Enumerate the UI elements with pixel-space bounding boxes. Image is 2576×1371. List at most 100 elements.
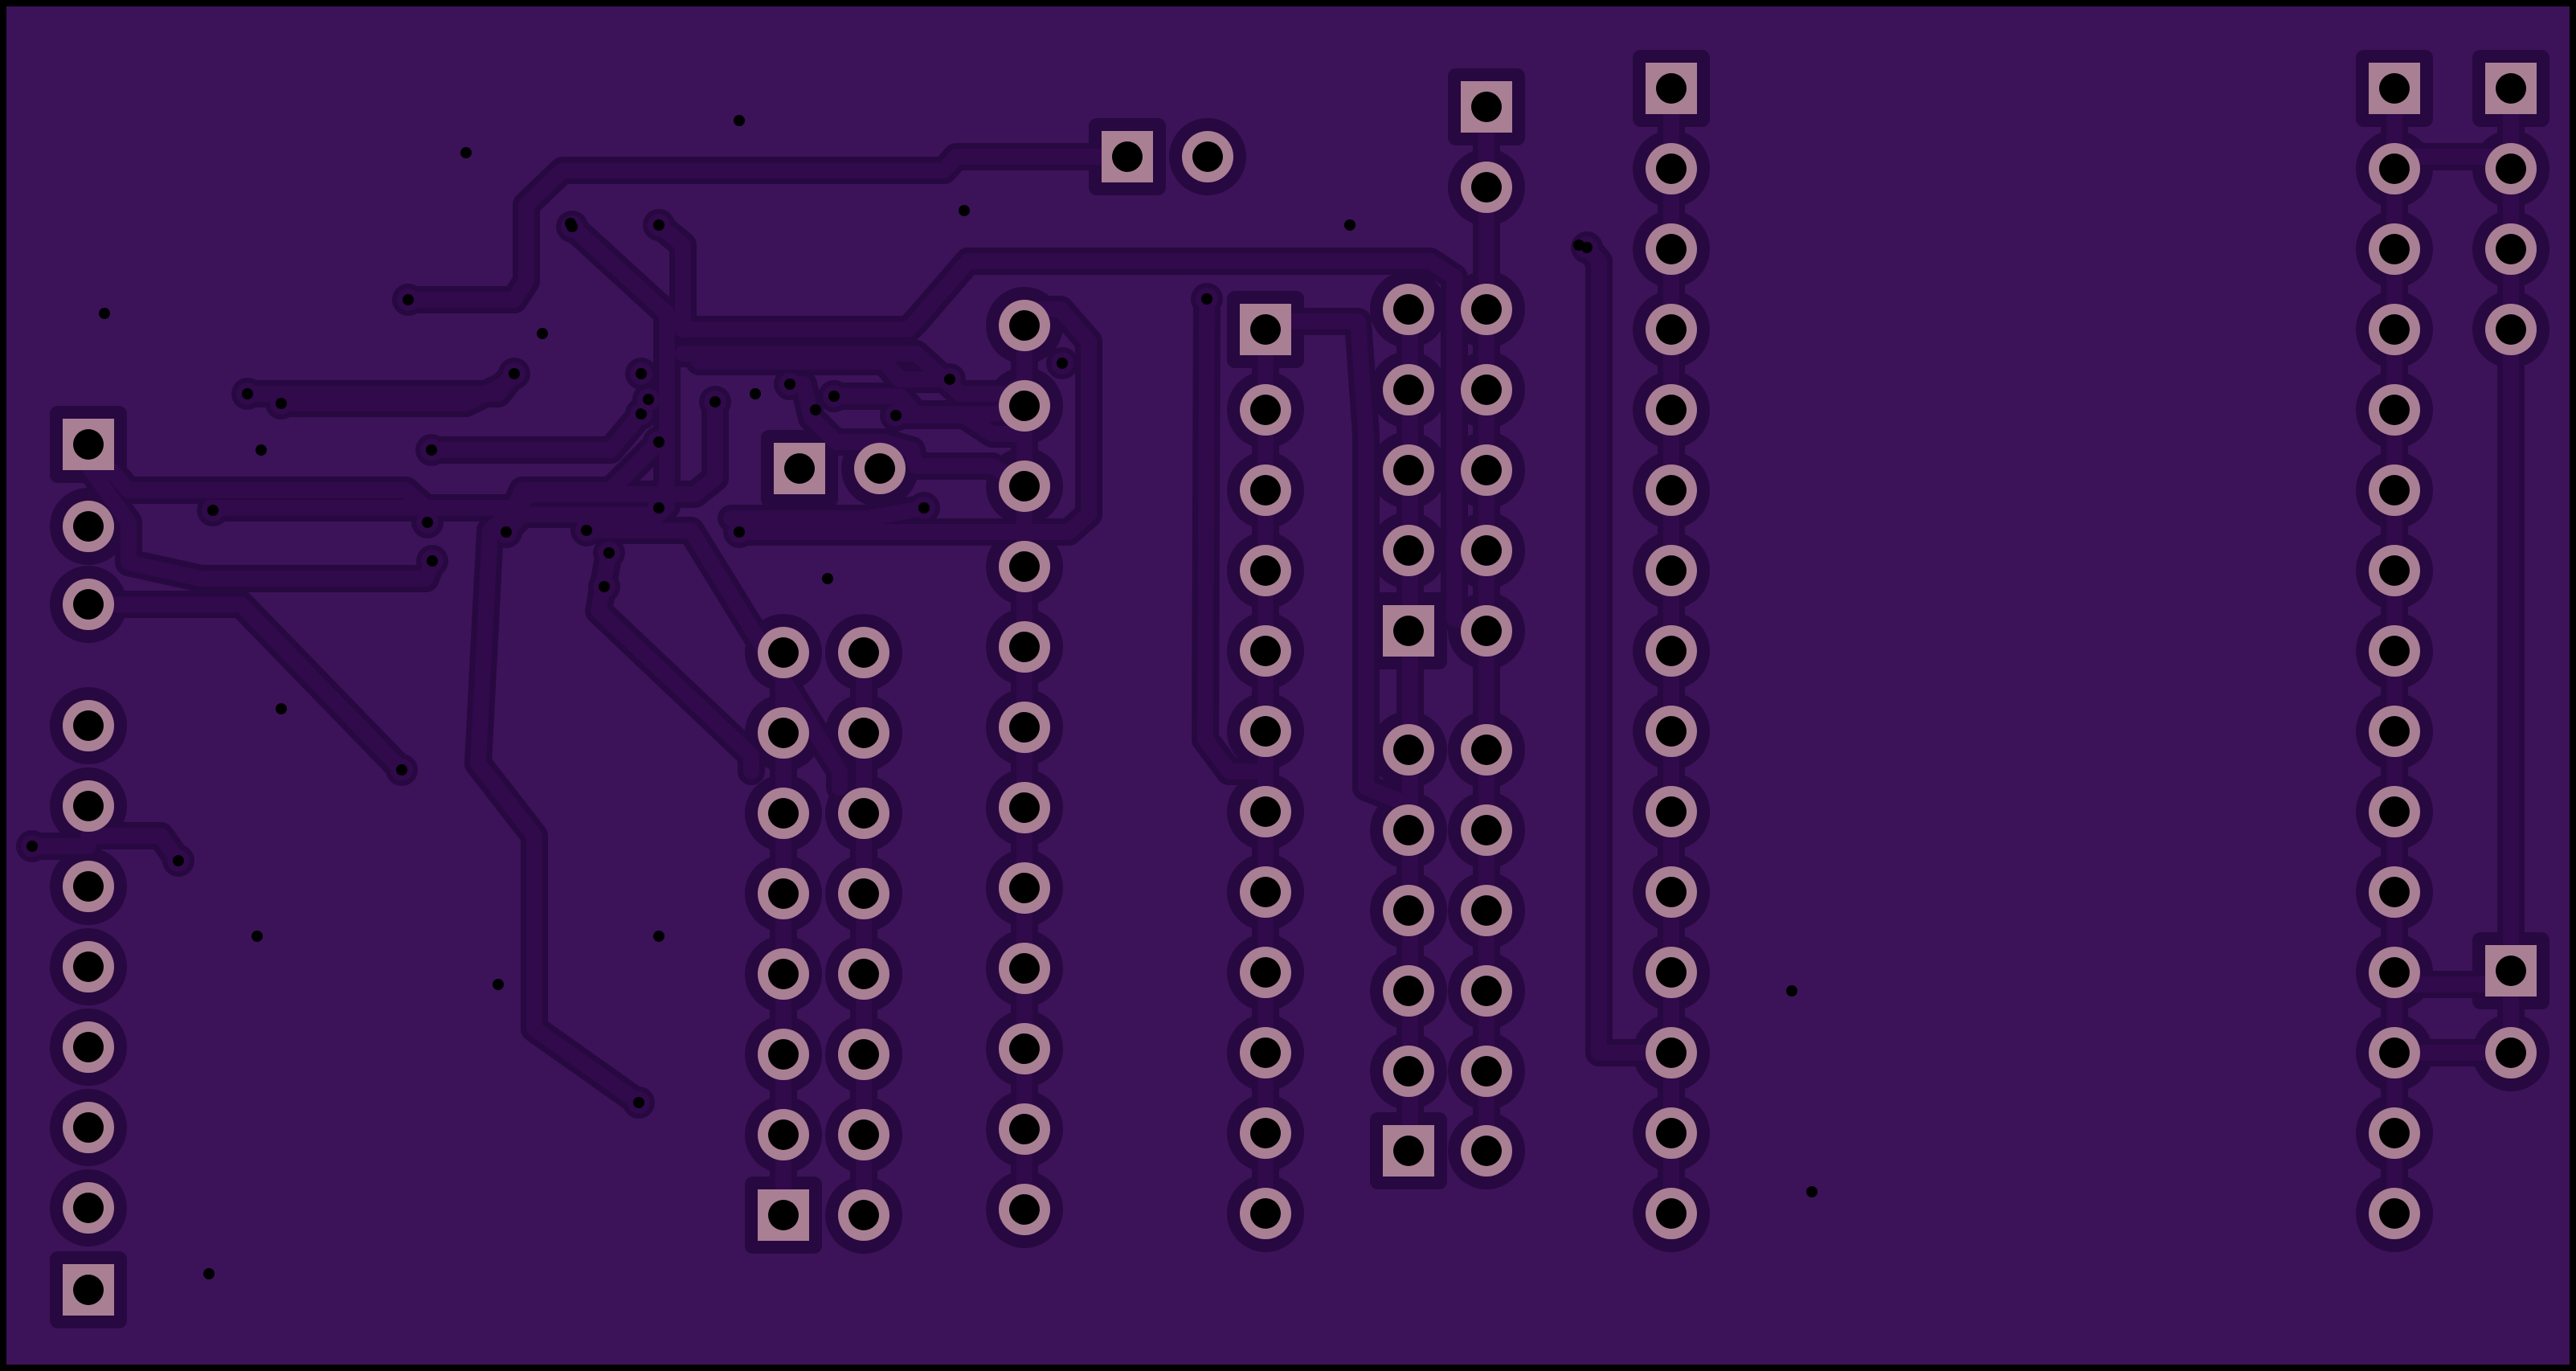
pad-drill-hole	[2379, 395, 2410, 425]
via-drill	[509, 368, 520, 379]
pad-drill-hole	[2379, 716, 2410, 747]
pad-drill-hole	[1250, 555, 1281, 586]
pad-drill-hole	[848, 878, 879, 909]
via-drill	[828, 391, 840, 402]
pad-drill-hole	[1250, 716, 1281, 747]
pad-drill-hole	[73, 710, 104, 741]
pad-drill-hole	[1250, 1118, 1281, 1148]
pad-drill-hole	[1009, 310, 1040, 341]
via-drill	[501, 526, 512, 538]
via-drill	[653, 436, 664, 448]
pad-drill-hole	[73, 1112, 104, 1143]
pad-drill-hole	[1471, 1056, 1502, 1087]
pad-drill-hole	[848, 1119, 879, 1150]
pad-drill-hole	[768, 637, 799, 668]
pad-drill-hole	[768, 798, 799, 829]
pad-drill-hole	[1656, 475, 1687, 505]
trace	[80, 458, 440, 587]
pad-drill-hole	[1656, 153, 1687, 184]
via-drill	[599, 581, 610, 592]
pad-drill-hole	[1656, 1037, 1687, 1068]
pad-drill-hole	[1250, 1037, 1281, 1068]
pad-drill-hole	[73, 1193, 104, 1223]
pad-drill-hole	[2379, 877, 2410, 907]
pad-drill-hole	[1393, 1136, 1424, 1166]
pad-drill-hole	[1393, 374, 1424, 405]
pad-drill-hole	[1009, 712, 1040, 743]
pad-drill-hole	[784, 453, 815, 484]
via-drill	[251, 931, 263, 942]
via-drill	[460, 147, 472, 158]
via-drill	[636, 408, 647, 419]
pad-drill-hole	[1656, 73, 1687, 104]
pad-drill-hole	[2379, 314, 2410, 345]
via-drill	[207, 505, 219, 516]
pad-drill-hole	[2496, 73, 2526, 104]
pad-drill-hole	[768, 1119, 799, 1150]
pad-drill-hole	[1009, 551, 1040, 582]
via-drill	[1344, 219, 1355, 231]
pad-drill-hole	[73, 871, 104, 902]
pad-drill-hole	[73, 429, 104, 460]
pad-drill-hole	[1250, 957, 1281, 988]
via-drill	[959, 205, 970, 216]
pad-drill-hole	[1250, 395, 1281, 425]
pad-drill-hole	[2496, 314, 2526, 345]
pad-drill-hole	[1250, 475, 1281, 505]
pad-drill-hole	[1393, 895, 1424, 926]
pad-drill-hole	[1250, 636, 1281, 666]
via-drill	[565, 218, 576, 229]
via-drill	[784, 379, 795, 390]
pad-drill-hole	[848, 718, 879, 748]
pad-drill-hole	[848, 1039, 879, 1070]
pad-drill-hole	[1393, 815, 1424, 845]
pad-drill-hole	[1009, 1114, 1040, 1144]
pad-drill-hole	[1393, 976, 1424, 1006]
pad-drill-hole	[73, 589, 104, 620]
pad-drill-hole	[1656, 234, 1687, 264]
via-drill	[653, 219, 664, 231]
pad-drill-hole	[1250, 314, 1281, 345]
via-drill	[276, 703, 287, 714]
pad-drill-hole	[1656, 716, 1687, 747]
via-drill	[653, 931, 664, 942]
pad-drill-hole	[2379, 1037, 2410, 1068]
via-drill	[603, 547, 615, 559]
via-drill	[276, 398, 287, 409]
pad-drill-hole	[1471, 735, 1502, 765]
via-drill	[99, 308, 110, 319]
via-drill	[734, 115, 745, 126]
pad-drill-hole	[1471, 616, 1502, 646]
pad-drill-hole	[2496, 234, 2526, 264]
via-drill	[173, 855, 184, 866]
via-drill	[734, 526, 745, 538]
via-layer	[21, 115, 1818, 1279]
pad-drill-hole	[2379, 234, 2410, 264]
via-drill	[203, 1268, 215, 1279]
pad-drill-hole	[768, 718, 799, 748]
via-drill	[709, 396, 721, 407]
pad-drill-hole	[1009, 1033, 1040, 1064]
pad-drill-hole	[2496, 956, 2526, 986]
trace	[423, 406, 649, 458]
via-drill	[427, 555, 438, 567]
pad-drill-hole	[768, 1039, 799, 1070]
via-drill	[890, 410, 902, 421]
pad-drill-hole	[1112, 141, 1143, 172]
trace	[782, 376, 1028, 490]
pad-drill-hole	[1192, 141, 1223, 172]
via-drill	[396, 764, 407, 776]
pad-drill-hole	[73, 952, 104, 982]
pad-drill-hole	[1471, 895, 1502, 926]
trace	[723, 500, 932, 526]
via-drill	[810, 404, 821, 415]
pad-drill-hole	[1009, 953, 1040, 984]
via-drill	[918, 502, 930, 514]
pad-drill-hole	[2379, 73, 2410, 104]
pad-drill-hole	[2379, 153, 2410, 184]
trace	[470, 394, 723, 1111]
trace	[1261, 313, 1414, 812]
pad-drill-hole	[865, 453, 895, 484]
pad-drill-hole	[1393, 1056, 1424, 1087]
